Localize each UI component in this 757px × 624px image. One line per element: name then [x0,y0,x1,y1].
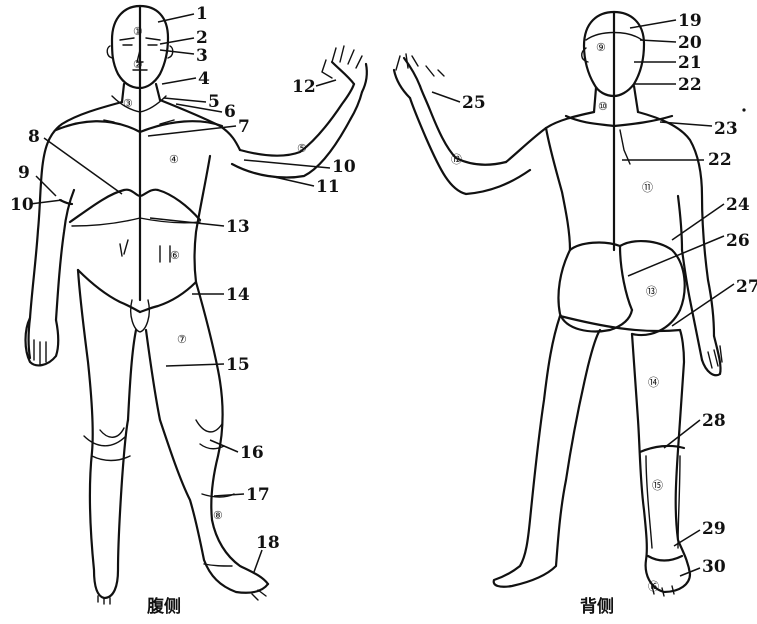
back-label: 29 [702,519,726,539]
back-label: 24 [726,195,750,215]
region-marker: ⑬ [646,285,657,298]
back-label: 27 [736,277,757,297]
region-marker: ⑫ [451,153,462,166]
back-label: 22 [678,75,702,95]
region-marker: ⑮ [652,479,663,492]
region-marker: ⑧ [213,509,223,522]
front-label: 15 [226,355,250,375]
front-label: 17 [246,485,270,505]
front-label: 12 [292,77,316,97]
front-label: 9 [18,163,30,183]
back-label: 19 [678,11,702,31]
region-marker: ⑨ [596,41,606,54]
region-marker: ④ [169,153,179,166]
caption-front: 腹侧 [147,596,181,617]
region-marker: ⑦ [177,333,187,346]
front-label: 13 [226,217,250,237]
back-label: 23 [714,119,738,139]
region-marker: ① [133,25,143,38]
back-label: 28 [702,411,726,431]
front-label: 5 [208,92,220,112]
back-figure [394,12,746,596]
back-label: 21 [678,53,702,73]
front-label: 6 [224,102,236,122]
region-marker: ⑪ [642,181,653,194]
front-label: 10 [332,157,356,177]
front-label: 16 [240,443,264,463]
front-label: 10 [10,195,34,215]
front-label: 14 [226,285,250,305]
region-marker: ⑥ [170,249,180,262]
region-marker: ② [133,58,143,71]
front-label: 3 [196,46,208,66]
front-label: 11 [316,177,340,197]
front-label: 7 [238,117,250,137]
front-labels: 1 2 3 4 5 6 7 8 9 10 11 10 12 13 14 15 1… [10,4,356,553]
front-label: 4 [198,69,210,89]
region-marker: ③ [123,97,133,110]
front-label: 2 [196,28,208,48]
back-label: 26 [726,231,750,251]
region-marker: ⑩ [598,100,608,113]
back-label: 25 [462,93,486,113]
front-label: 8 [28,127,40,147]
front-label: 18 [256,533,280,553]
region-marker: ⑤ [297,142,307,155]
region-marker: ⑭ [648,376,659,389]
region-marker: ⑯ [648,580,659,593]
caption-back: 背侧 [580,596,614,617]
back-label: 30 [702,557,726,577]
back-label: 20 [678,33,702,53]
front-label: 1 [196,4,208,24]
back-label: 22 [708,150,732,170]
